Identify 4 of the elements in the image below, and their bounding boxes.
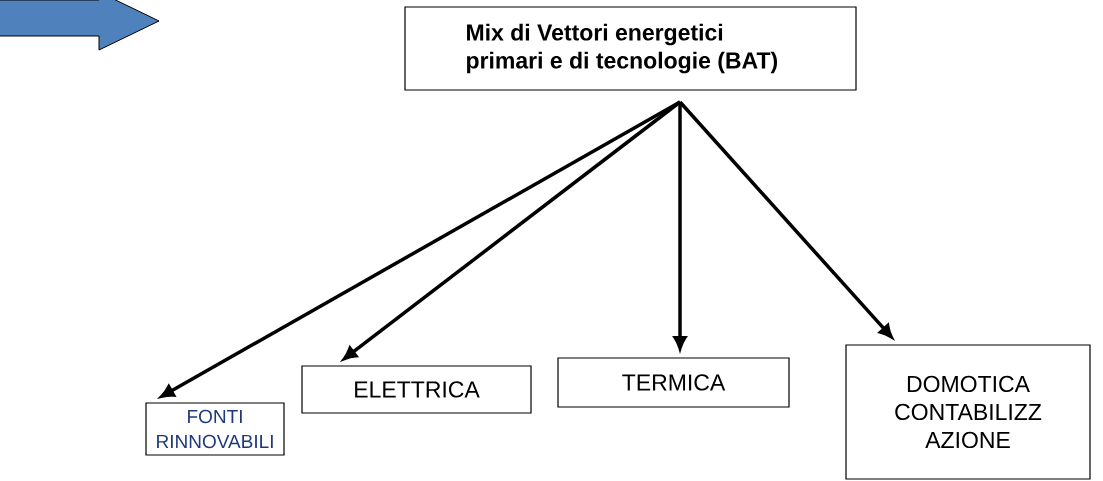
category-box: DOMOTICA CONTABILIZZ AZIONE [845, 344, 1091, 480]
category-box: FONTI RINNOVABILI [145, 402, 285, 456]
arrow [678, 100, 893, 339]
heading-box: Mix di Vettori energetici primari e di tecnologie (BAT) [404, 6, 857, 91]
